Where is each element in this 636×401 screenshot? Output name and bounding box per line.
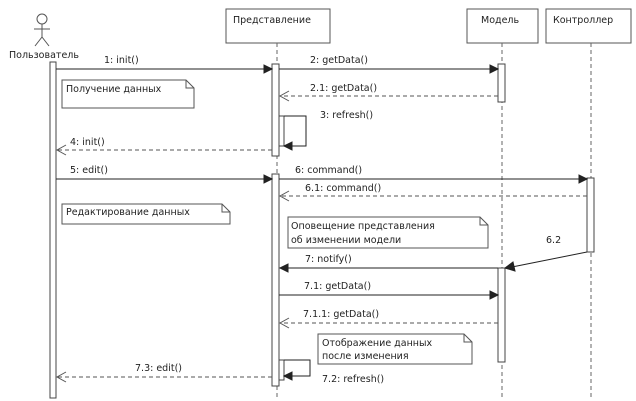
message-7-1-1-label: 7.1.1: getData() (303, 309, 379, 320)
note-notify-fold (479, 217, 488, 226)
note-notify-text-line2: об изменении модели (291, 235, 401, 246)
participant-user-label: Пользователь (9, 50, 79, 61)
message-7-1-1-arrowhead (278, 317, 290, 329)
participant-view-label: Представление (233, 15, 311, 26)
participant-view-box (225, 8, 331, 44)
message-7-1-label: 7.1: getData() (304, 281, 371, 292)
note-edit-text: Редактирование данных (66, 207, 190, 218)
user-actor-icon (34, 13, 50, 47)
note-display (317, 333, 473, 365)
model-activation-2 (497, 267, 506, 363)
model-activation-1 (497, 63, 506, 103)
message-6-label: 6: command() (295, 165, 362, 176)
participant-controller-box (545, 8, 632, 44)
note-edit (61, 203, 231, 225)
message-7-2-arrow (284, 359, 311, 377)
message-6-1-label: 6.1: command() (305, 183, 381, 194)
user-activation (49, 61, 57, 399)
participant-model-box (466, 8, 539, 44)
note-load (61, 79, 195, 109)
view-activation-refresh (278, 115, 285, 147)
message-6-arrowhead (578, 174, 589, 184)
note-notify (287, 216, 489, 249)
message-2-1-label: 2.1: getData() (310, 83, 377, 94)
message-6-1-arrowhead (278, 190, 290, 202)
message-2-1-arrowhead (278, 90, 290, 102)
message-7-3-label: 7.3: edit() (135, 363, 182, 374)
message-3-arrow (284, 115, 307, 147)
message-4-label: 4: init() (70, 137, 105, 148)
message-5-label: 5: edit() (70, 165, 108, 176)
message-7-1-arrowhead (489, 290, 500, 300)
message-7-3-arrowhead (55, 371, 67, 383)
message-4-arrowhead (55, 144, 67, 156)
message-7-2-label: 7.2: refresh() (322, 374, 384, 385)
message-3-label: 3: refresh() (320, 110, 373, 121)
message-1-label: 1: init() (104, 55, 139, 66)
message-6-2-arrowhead (503, 261, 516, 272)
note-load-text: Получение данных (66, 84, 162, 95)
message-5-arrowhead (263, 174, 274, 184)
participant-controller-label: Контроллер (553, 15, 613, 26)
view-activation-refresh-2 (278, 359, 285, 381)
message-2-label: 2: getData() (310, 55, 368, 66)
message-1-arrowhead (263, 64, 274, 74)
note-display-fold (463, 334, 472, 343)
note-display-text-line1: Отображение данных (322, 338, 433, 349)
message-2-arrowhead (489, 64, 500, 74)
note-edit-fold (221, 204, 230, 213)
note-notify-text-line1: Оповещение представления (291, 221, 435, 232)
message-6-2-label: 6.2 (546, 235, 561, 246)
message-7-arrowhead (278, 263, 289, 273)
message-3-arrowhead (282, 141, 293, 151)
message-6-2-arrow (511, 251, 588, 268)
note-load-fold (185, 80, 194, 89)
note-display-text-line2: после изменения (322, 351, 409, 362)
view-activation-2 (271, 173, 280, 387)
participant-model-label: Модель (481, 15, 519, 26)
message-7-label: 7: notify() (305, 254, 352, 265)
controller-activation (586, 177, 595, 253)
message-7-2-arrowhead (282, 371, 293, 381)
view-activation-1 (271, 63, 280, 157)
